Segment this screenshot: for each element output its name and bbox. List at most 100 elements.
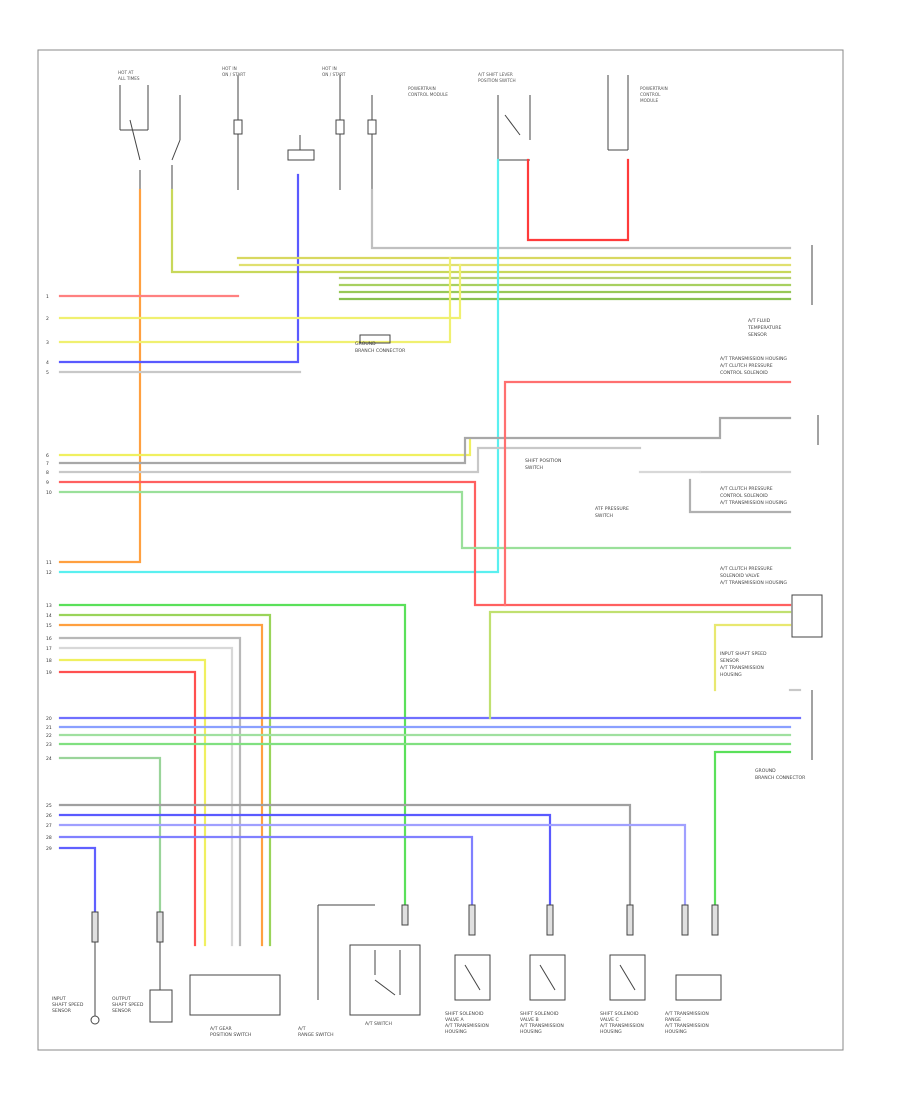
svg-text:A/T TRANSMISSION: A/T TRANSMISSION	[600, 1023, 644, 1029]
svg-text:5: 5	[46, 370, 49, 376]
svg-text:SENSOR: SENSOR	[52, 1008, 72, 1014]
svg-text:INPUT SHAFT SPEED: INPUT SHAFT SPEED	[720, 651, 767, 657]
svg-text:15: 15	[46, 623, 52, 629]
svg-text:TEMPERATURE: TEMPERATURE	[747, 325, 781, 331]
svg-text:HOT AT: HOT AT	[118, 70, 134, 75]
svg-text:VALVE B: VALVE B	[520, 1017, 539, 1023]
svg-text:VALVE A: VALVE A	[445, 1017, 465, 1023]
svg-text:CONTROL MODULE: CONTROL MODULE	[408, 92, 448, 97]
svg-text:A/T: A/T	[298, 1026, 306, 1032]
svg-text:27: 27	[46, 823, 52, 829]
svg-text:HOT IN: HOT IN	[322, 66, 337, 71]
svg-text:SOLENOID VALVE: SOLENOID VALVE	[720, 573, 760, 579]
svg-text:RANGE: RANGE	[665, 1017, 681, 1023]
svg-text:A/T SWITCH: A/T SWITCH	[365, 1021, 392, 1027]
svg-text:ATF PRESSURE: ATF PRESSURE	[595, 506, 629, 512]
wire-harness	[58, 158, 802, 947]
svg-text:A/T CLUTCH PRESSURE: A/T CLUTCH PRESSURE	[720, 566, 773, 572]
svg-text:INPUT: INPUT	[52, 996, 66, 1002]
svg-text:11: 11	[46, 560, 52, 566]
svg-text:CONTROL SOLENOID: CONTROL SOLENOID	[720, 370, 768, 376]
svg-text:28: 28	[46, 835, 52, 841]
svg-text:SHAFT SPEED: SHAFT SPEED	[112, 1002, 144, 1008]
svg-text:HOT IN: HOT IN	[222, 66, 237, 71]
svg-text:HOUSING: HOUSING	[665, 1029, 687, 1035]
svg-text:HOUSING: HOUSING	[600, 1029, 622, 1035]
svg-text:16: 16	[46, 636, 52, 642]
svg-text:2: 2	[46, 316, 49, 322]
svg-text:A/T FLUID: A/T FLUID	[748, 318, 771, 324]
svg-text:6: 6	[46, 453, 49, 459]
svg-text:A/T GEAR: A/T GEAR	[210, 1026, 233, 1032]
svg-text:A/T CLUTCH PRESSURE: A/T CLUTCH PRESSURE	[720, 363, 773, 369]
svg-text:POWERTRAIN: POWERTRAIN	[640, 86, 668, 91]
svg-text:3: 3	[46, 340, 49, 346]
svg-text:19: 19	[46, 670, 52, 676]
svg-text:SENSOR: SENSOR	[720, 658, 740, 664]
svg-text:HOUSING: HOUSING	[720, 672, 742, 678]
svg-text:SHIFT SOLENOID: SHIFT SOLENOID	[445, 1011, 484, 1017]
svg-text:29: 29	[46, 846, 52, 852]
svg-text:A/T TRANSMISSION: A/T TRANSMISSION	[445, 1023, 489, 1029]
svg-text:4: 4	[46, 360, 49, 366]
svg-text:17: 17	[46, 646, 52, 652]
svg-text:8: 8	[46, 470, 49, 476]
svg-text:10: 10	[46, 490, 52, 496]
svg-text:A/T CLUTCH PRESSURE: A/T CLUTCH PRESSURE	[720, 486, 773, 492]
svg-text:CONTROL SOLENOID: CONTROL SOLENOID	[720, 493, 768, 499]
bottom-components: INPUT SHAFT SPEED SENSOR OUTPUT SHAFT SP…	[52, 904, 722, 1038]
svg-text:25: 25	[46, 803, 52, 809]
svg-text:23: 23	[46, 742, 52, 748]
svg-text:A/T TRANSMISSION: A/T TRANSMISSION	[720, 665, 764, 671]
right-connectors: A/T FLUID TEMPERATURE SENSOR A/T TRANSMI…	[355, 245, 823, 781]
svg-text:POWERTRAIN: POWERTRAIN	[408, 86, 436, 91]
svg-text:RANGE SWITCH: RANGE SWITCH	[298, 1032, 334, 1038]
svg-text:ON / START: ON / START	[322, 72, 346, 77]
svg-text:POSITION SWITCH: POSITION SWITCH	[210, 1032, 251, 1038]
svg-text:CONTROL: CONTROL	[640, 92, 661, 97]
svg-text:20: 20	[46, 716, 52, 722]
svg-text:VALVE C: VALVE C	[600, 1017, 619, 1023]
svg-text:GROUND: GROUND	[355, 341, 376, 347]
svg-text:18: 18	[46, 658, 52, 664]
svg-text:A/T TRANSMISSION HOUSING: A/T TRANSMISSION HOUSING	[720, 580, 787, 586]
wire-orange	[58, 188, 142, 564]
svg-text:SWITCH: SWITCH	[525, 465, 543, 471]
svg-text:SWITCH: SWITCH	[595, 513, 613, 519]
svg-text:BRANCH CONNECTOR: BRANCH CONNECTOR	[355, 348, 406, 354]
svg-text:A/T TRANSMISSION: A/T TRANSMISSION	[520, 1023, 564, 1029]
svg-text:A/T TRANSMISSION HOUSING: A/T TRANSMISSION HOUSING	[720, 356, 787, 362]
diagram-frame	[37, 49, 844, 1051]
svg-text:SENSOR: SENSOR	[748, 332, 768, 338]
svg-text:ALL TIMES: ALL TIMES	[118, 76, 140, 81]
svg-text:GROUND: GROUND	[755, 768, 776, 774]
svg-text:OUTPUT: OUTPUT	[112, 996, 131, 1002]
svg-text:A/T SHIFT LEVER: A/T SHIFT LEVER	[478, 72, 513, 77]
svg-text:SHAFT SPEED: SHAFT SPEED	[52, 1002, 84, 1008]
wire-red-top	[526, 158, 630, 242]
svg-text:26: 26	[46, 813, 52, 819]
svg-text:7: 7	[46, 461, 49, 467]
svg-text:BRANCH CONNECTOR: BRANCH CONNECTOR	[755, 775, 806, 781]
svg-text:24: 24	[46, 756, 52, 762]
svg-text:22: 22	[46, 733, 52, 739]
svg-text:SHIFT SOLENOID: SHIFT SOLENOID	[600, 1011, 639, 1017]
svg-text:14: 14	[46, 613, 52, 619]
wire-blue-1	[58, 173, 300, 364]
svg-text:HOUSING: HOUSING	[520, 1029, 542, 1035]
svg-text:SHIFT SOLENOID: SHIFT SOLENOID	[520, 1011, 559, 1017]
svg-text:A/T TRANSMISSION: A/T TRANSMISSION	[665, 1011, 709, 1017]
svg-text:21: 21	[46, 725, 52, 731]
wire-yellowgreen-1	[170, 188, 792, 274]
svg-text:9: 9	[46, 480, 49, 486]
svg-text:POSITION SWITCH: POSITION SWITCH	[478, 78, 516, 83]
svg-text:SENSOR: SENSOR	[112, 1008, 132, 1014]
top-power-section: HOT AT ALL TIMES HOT IN ON / START HOT I…	[118, 66, 668, 190]
svg-text:MODULE: MODULE	[640, 98, 659, 103]
svg-text:HOUSING: HOUSING	[445, 1029, 467, 1035]
svg-text:A/T TRANSMISSION HOUSING: A/T TRANSMISSION HOUSING	[720, 500, 787, 506]
svg-text:1: 1	[46, 294, 49, 300]
